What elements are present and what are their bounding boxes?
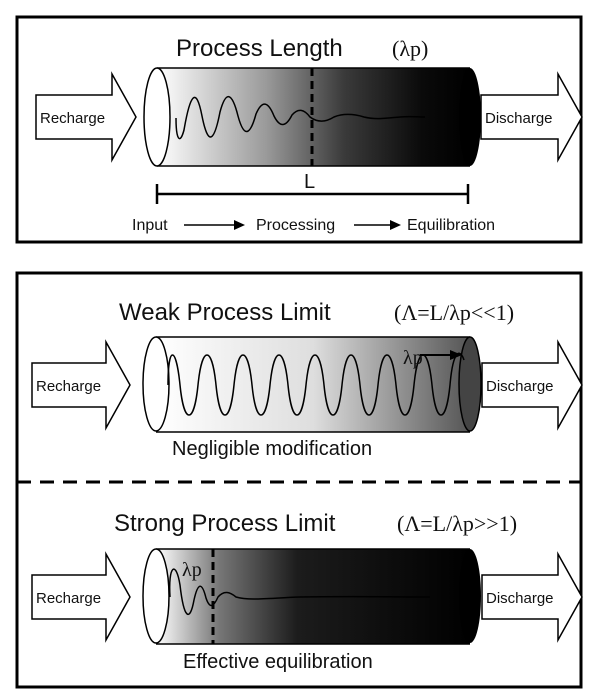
lambda-p-symbol: (λp) [392, 36, 428, 61]
damped-wave [168, 568, 431, 615]
discharge-arrow: Discharge [481, 551, 583, 643]
flow-arrow-1 [184, 220, 245, 230]
length-bracket [155, 184, 470, 204]
undamped-wave [167, 352, 465, 416]
discharge-arrow: Discharge [480, 71, 583, 163]
strong-wavelength-label: λp [182, 559, 202, 581]
recharge-arrow: Recharge [31, 339, 131, 431]
cylinder [142, 336, 482, 433]
weak-caption: Negligible modification [172, 438, 372, 460]
discharge-arrow: Discharge [481, 339, 583, 431]
panel-strong-limit: Strong Process Limit (Λ=L/λp>>1) Recharg… [31, 510, 583, 673]
weak-title: Weak Process Limit [119, 299, 331, 326]
discharge-label: Discharge [485, 110, 553, 127]
panel-process-length: Process Length (λp) Recharge L Discharge [15, 15, 583, 244]
weak-wavelength-label: λp [403, 347, 423, 369]
length-label: L [304, 171, 315, 193]
weak-lambda-ratio: (Λ=L/λp<<1) [394, 300, 514, 325]
recharge-label: Recharge [36, 590, 101, 607]
recharge-label: Recharge [36, 378, 101, 395]
discharge-label: Discharge [486, 590, 554, 607]
strong-caption: Effective equilibration [183, 651, 373, 673]
strong-title: Strong Process Limit [114, 510, 336, 537]
flow-arrow-2 [354, 220, 401, 230]
panel-limits-border [15, 271, 583, 689]
flow-input-label: Input [132, 217, 168, 234]
recharge-label: Recharge [40, 110, 105, 127]
flow-equilibration-label: Equilibration [407, 217, 495, 234]
damped-wave [175, 96, 426, 140]
wavelength-arrow [420, 350, 462, 360]
recharge-arrow: Recharge [31, 551, 131, 643]
panel-border [15, 15, 583, 244]
recharge-arrow: Recharge [35, 71, 137, 163]
panel-title: Process Length [176, 35, 343, 62]
strong-lambda-ratio: (Λ=L/λp>>1) [397, 511, 517, 536]
flow-processing-label: Processing [256, 217, 335, 234]
panel-weak-limit: Weak Process Limit (Λ=L/λp<<1) Recharge … [31, 299, 583, 460]
discharge-label: Discharge [486, 378, 554, 395]
